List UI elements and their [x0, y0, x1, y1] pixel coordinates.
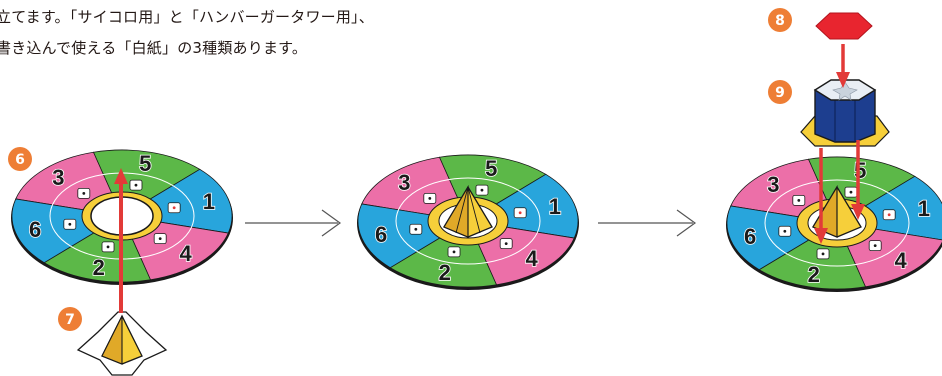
instruction-line-1: 立てます。「サイコロ用」と「ハンバーガータワー用」、 — [0, 8, 374, 26]
insert-arrow-6-head — [114, 168, 128, 184]
wheel-number: 4 — [526, 246, 539, 271]
wheel-number: 3 — [767, 172, 779, 197]
wheel-number: 2 — [439, 260, 451, 285]
insert-arrow-8 — [836, 44, 850, 88]
step-badge-9: 9 — [768, 80, 792, 104]
unfolded-pyramid-piece — [76, 311, 168, 376]
step-badge-8: 8 — [768, 8, 792, 32]
wheel-number: 4 — [895, 248, 908, 273]
step-badge-6: 6 — [8, 147, 32, 171]
wheel-number: 1 — [918, 196, 930, 221]
pyramid-on-wheel-3 — [812, 184, 862, 238]
tower-piece — [800, 79, 890, 147]
instruction-text: 立てます。「サイコロ用」と「ハンバーガータワー用」、 書き込んで使える「白紙」の… — [0, 2, 374, 64]
wheel-number: 3 — [52, 165, 64, 190]
wheel-number: 5 — [139, 151, 151, 176]
step-badge-7: 7 — [58, 307, 82, 331]
wheel-number: 5 — [485, 156, 497, 181]
red-hex-cap — [815, 12, 873, 40]
wheel-number: 1 — [203, 189, 215, 214]
flow-arrow-2 — [598, 209, 697, 237]
pyramid-on-wheel-2 — [443, 184, 493, 238]
step-number-6: 6 — [15, 152, 25, 168]
step-number-7: 7 — [65, 312, 75, 328]
step-number-8: 8 — [775, 13, 785, 29]
wheel-number: 6 — [29, 217, 41, 242]
wheel-number: 2 — [93, 255, 105, 280]
wheel-number: 1 — [549, 194, 561, 219]
wheel-number: 3 — [398, 170, 410, 195]
instruction-line-2: 書き込んで使える「白紙」の3種類あります。 — [0, 39, 308, 57]
insert-arrows-9 — [814, 140, 865, 244]
wheel-number: 6 — [744, 224, 756, 249]
wheel-number: 4 — [180, 241, 193, 266]
step-number-9: 9 — [775, 85, 785, 101]
flow-arrow-1 — [245, 209, 342, 237]
wheel-number: 2 — [808, 262, 820, 287]
wheel-number: 5 — [854, 158, 866, 183]
wheel-number: 6 — [375, 222, 387, 247]
